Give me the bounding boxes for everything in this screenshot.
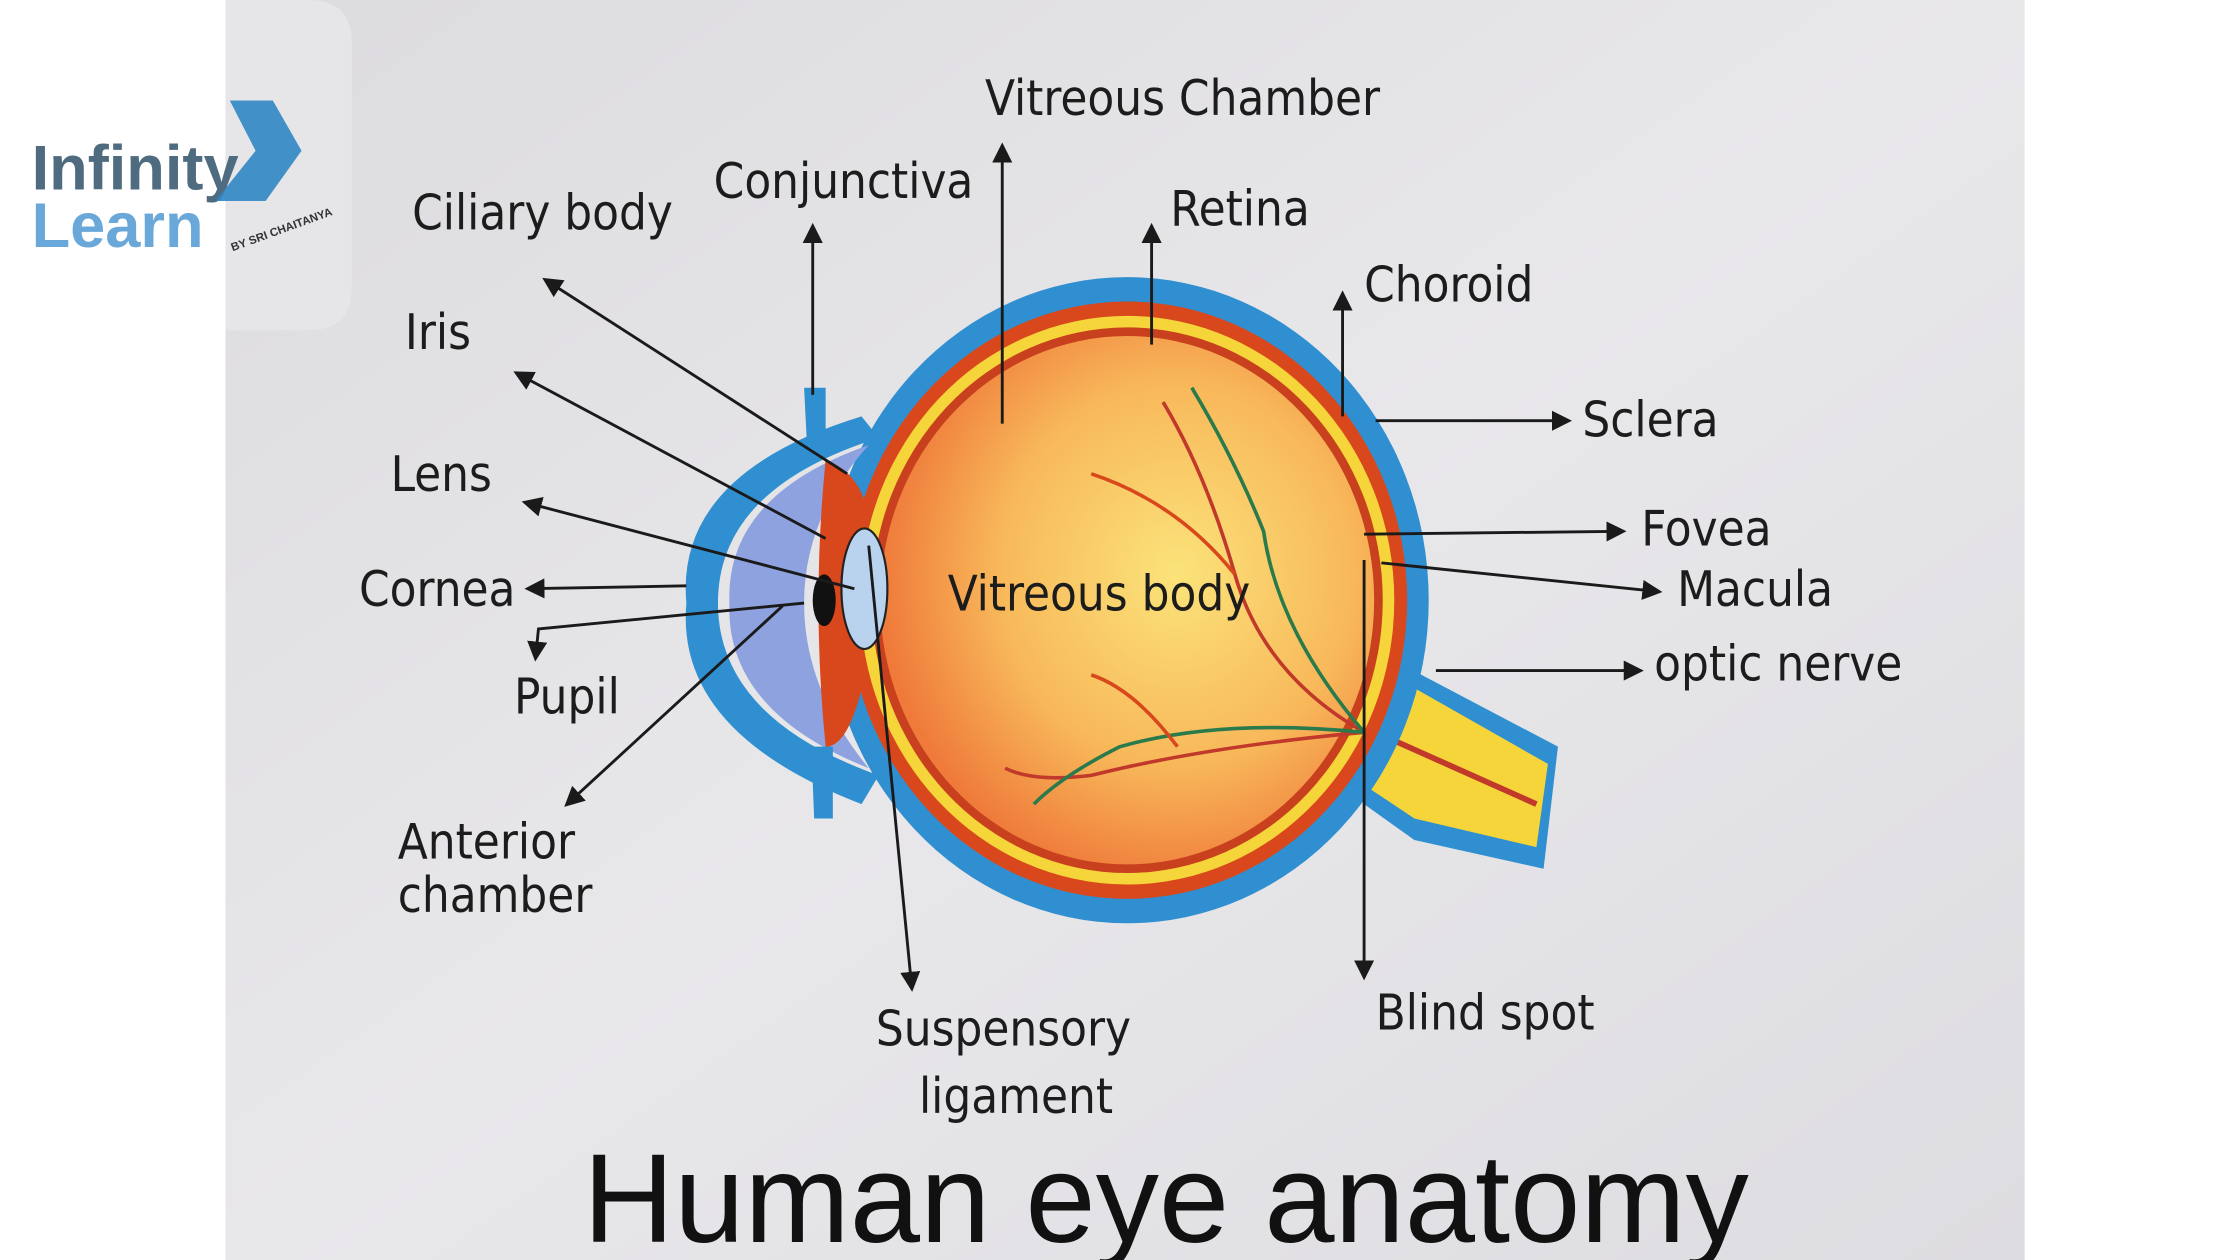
label-retina: Retina xyxy=(1170,180,1310,237)
conjunctiva xyxy=(804,387,833,819)
logo-text-infinity: Infinity xyxy=(32,134,239,204)
diagram-title: Human eye anatomy xyxy=(583,1128,1749,1260)
label-fovea: Fovea xyxy=(1641,501,1771,558)
label-cornea: Cornea xyxy=(359,561,516,618)
label-macula: Macula xyxy=(1677,561,1833,618)
label-iris: Iris xyxy=(405,304,471,361)
logo-text-learn: Learn xyxy=(32,191,204,261)
label-ciliary-body: Ciliary body xyxy=(412,185,673,242)
label-anterior-chamber-line2: chamber xyxy=(398,867,594,924)
optic-nerve xyxy=(1371,663,1548,848)
label-suspensory-ligament-line2: ligament xyxy=(919,1068,1113,1125)
label-sclera: Sclera xyxy=(1582,392,1718,449)
vitreous-body xyxy=(880,336,1375,865)
cornea xyxy=(685,416,879,805)
pupil xyxy=(812,574,836,627)
anterior-chamber xyxy=(729,445,869,769)
label-choroid: Choroid xyxy=(1364,257,1533,314)
label-vitreous-body: Vitreous body xyxy=(948,565,1251,622)
blood-vessels xyxy=(1004,386,1366,806)
labels: Vitreous Chamber Conjunctiva Retina Chor… xyxy=(359,70,1902,1125)
pointer-lines xyxy=(513,142,1663,992)
logo-chevron-icon xyxy=(215,100,302,202)
infinity-learn-logo: Infinity Learn BY SRI CHAITANYA xyxy=(0,0,352,331)
lens xyxy=(840,527,889,651)
label-lens: Lens xyxy=(391,446,492,503)
label-optic-nerve: optic nerve xyxy=(1654,636,1902,693)
label-blind-spot: Blind spot xyxy=(1376,985,1595,1042)
label-suspensory-ligament-line1: Suspensory xyxy=(876,1000,1131,1057)
label-conjunctiva: Conjunctiva xyxy=(714,153,974,210)
label-pupil: Pupil xyxy=(514,669,620,726)
eye-illustration: Vitreous body xyxy=(685,277,1558,924)
label-vitreous-chamber: Vitreous Chamber xyxy=(985,70,1381,127)
label-anterior-chamber-line1: Anterior xyxy=(398,814,576,871)
